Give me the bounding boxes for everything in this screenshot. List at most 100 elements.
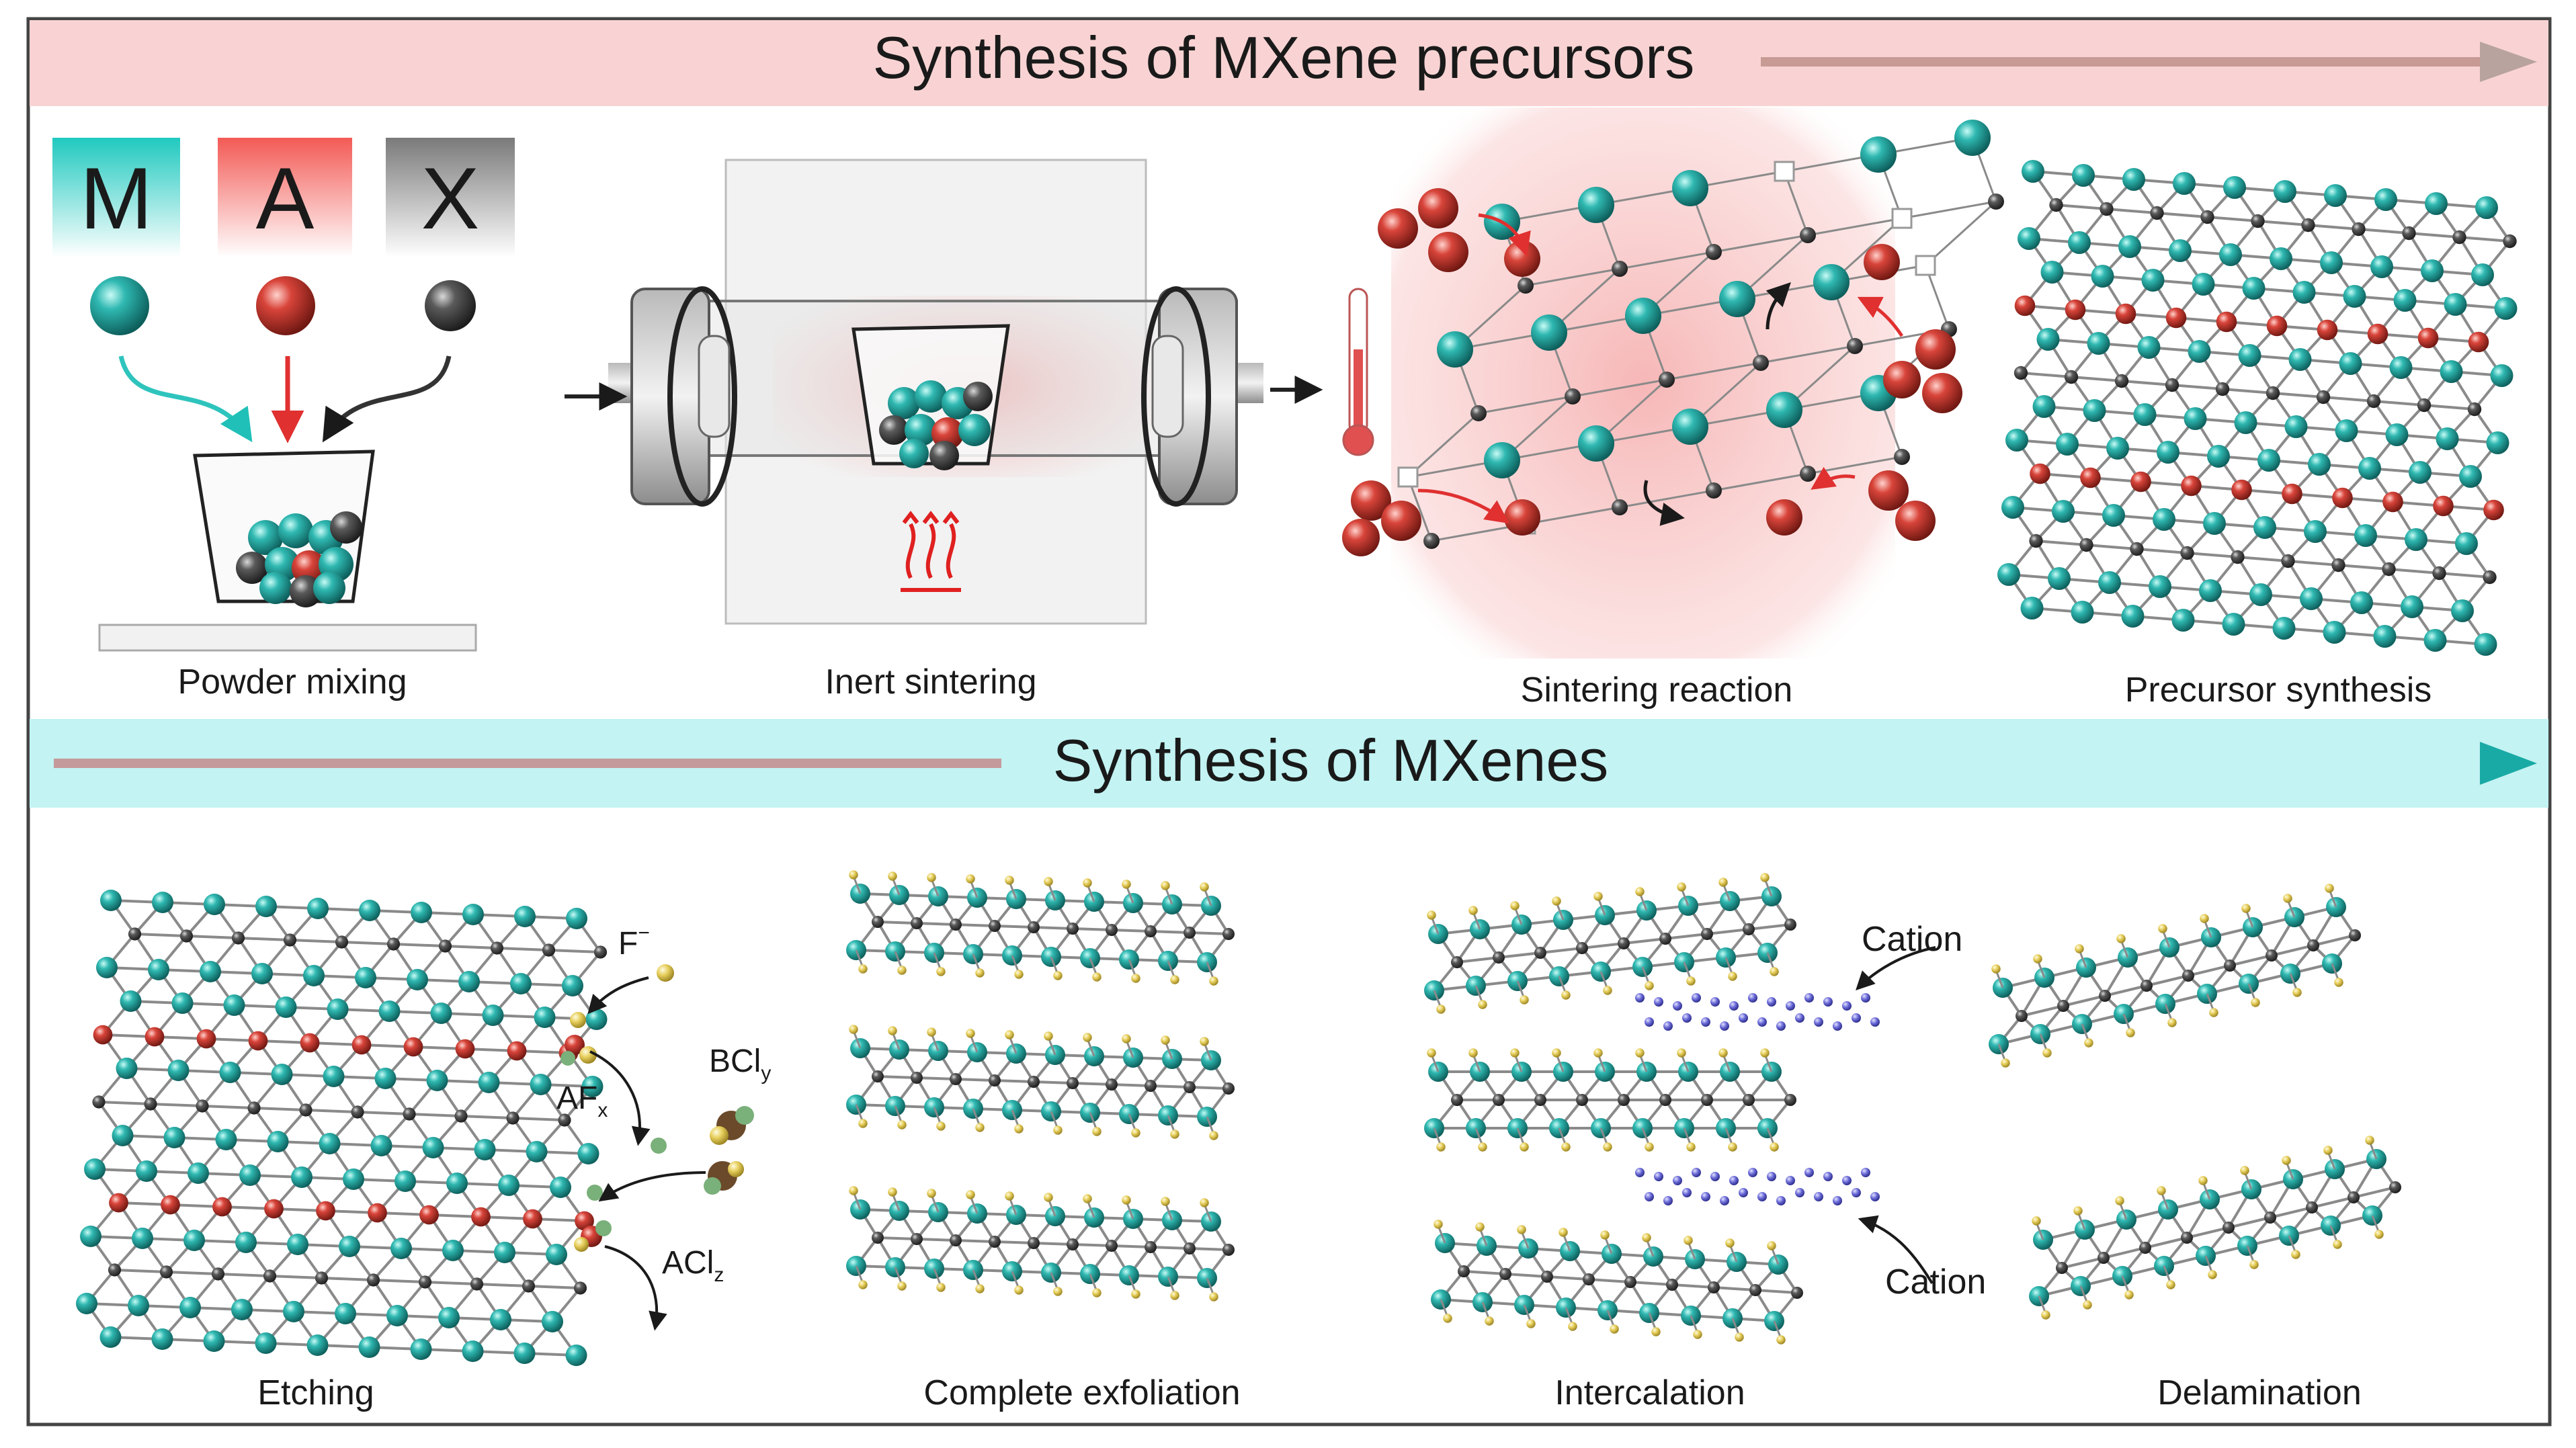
a-element-box <box>218 138 352 257</box>
cation <box>1645 1192 1654 1201</box>
a-atom <box>2030 463 2050 484</box>
etching-max-slab <box>76 890 608 1366</box>
m-atom <box>546 1244 567 1265</box>
x-atom <box>2417 398 2432 413</box>
x-atom <box>522 1279 536 1293</box>
bond <box>2104 984 2147 997</box>
x-atom <box>1222 928 1235 940</box>
m-atom <box>1625 298 1661 334</box>
aclz-label: AClz <box>662 1245 724 1286</box>
x-atom <box>573 1281 587 1295</box>
a-atom <box>144 1027 165 1047</box>
m-atom <box>307 898 329 919</box>
cation <box>1729 1176 1739 1185</box>
x-atom <box>1106 924 1118 936</box>
bond <box>373 1279 425 1283</box>
m-atom <box>132 1228 153 1249</box>
x-atom <box>950 1073 962 1085</box>
terminal-atom <box>1044 1031 1053 1041</box>
x-atom <box>335 935 349 949</box>
x-atom <box>2182 970 2194 982</box>
x-atom <box>1784 919 1796 931</box>
delaminated-mxene-sheets <box>1989 884 2401 1320</box>
m-atom <box>171 992 194 1014</box>
x-atom <box>2222 1222 2235 1234</box>
terminal-atom <box>1014 1285 1024 1295</box>
m-atom <box>462 904 484 925</box>
terminal-atom <box>1735 1332 1744 1342</box>
m-atom <box>370 1135 392 1156</box>
terminal-atom <box>1718 878 1728 887</box>
m-atom <box>2393 289 2417 312</box>
m-atom <box>2192 273 2215 296</box>
bond <box>2353 1186 2396 1199</box>
m-atom <box>2304 520 2327 543</box>
step-label-precursor-synthesis: Precursor synthesis <box>2125 671 2432 710</box>
m-atom <box>2242 277 2266 300</box>
bond <box>1407 412 1480 478</box>
terminal-atom <box>2001 1058 2010 1068</box>
m-atom <box>2339 352 2362 375</box>
bond <box>2323 396 2374 402</box>
m-atom <box>2018 227 2040 250</box>
x-atom <box>1583 1273 1595 1285</box>
m-atom <box>390 1238 412 1259</box>
x-atom <box>1800 466 1816 482</box>
x-atom <box>2366 394 2381 409</box>
m-atom <box>2048 567 2071 590</box>
x-atom <box>159 1265 173 1279</box>
sintering-reaction-panel: Sintering reaction <box>1342 108 2004 710</box>
cation <box>1729 1001 1739 1011</box>
m-atom <box>2444 293 2467 316</box>
m-atom <box>2421 259 2444 282</box>
terminal-atom <box>1677 882 1686 892</box>
m-atom <box>1719 281 1755 317</box>
m-atom <box>2234 411 2257 434</box>
a-atom <box>2115 303 2136 325</box>
bcly-label: BCly <box>709 1044 771 1084</box>
x-atom <box>425 280 476 331</box>
terminal-atom <box>927 873 936 882</box>
diffusion-arrows <box>1417 213 1904 526</box>
m-atom <box>2137 336 2161 359</box>
bond <box>2257 220 2309 226</box>
m-atom <box>2385 423 2409 446</box>
x-atom <box>2348 1191 2360 1203</box>
m-atom <box>1578 187 1614 223</box>
m-atom <box>267 1131 289 1152</box>
bond <box>2106 208 2157 214</box>
terminal-atom <box>1593 892 1603 901</box>
step-label-complete-exfoliation: Complete exfoliation <box>923 1373 1240 1412</box>
m-atom <box>120 990 142 1012</box>
intercalated-mxene-sheets <box>1424 873 1803 1345</box>
bond <box>2157 212 2208 218</box>
terminal-atom <box>1014 1124 1024 1134</box>
bond <box>1456 956 1499 964</box>
m-atom <box>100 890 122 911</box>
x-atom <box>1145 1080 1157 1092</box>
x-atom <box>438 939 452 953</box>
x-atom <box>315 1271 329 1285</box>
m-atom <box>2052 500 2075 523</box>
x-atom <box>989 1074 1001 1087</box>
x-atom <box>1894 449 1910 465</box>
bond <box>1505 1273 1548 1278</box>
bond <box>2237 556 2288 562</box>
bond <box>1033 1242 1073 1246</box>
bond <box>1630 1281 1673 1286</box>
x-atom <box>2503 234 2517 249</box>
terminal-atom <box>888 871 897 881</box>
m-atom <box>215 1129 237 1150</box>
terminal-atom <box>975 1284 985 1293</box>
a-atom <box>2382 491 2403 513</box>
terminal-atom <box>936 1283 946 1292</box>
x-atom <box>231 931 245 945</box>
terminal-atom <box>2166 1280 2175 1289</box>
m-atom <box>2358 457 2381 480</box>
terminal-atom <box>2041 1310 2050 1320</box>
terminal-atom <box>1485 1316 1494 1326</box>
cation <box>1795 1013 1804 1023</box>
cation <box>1852 1013 1861 1023</box>
cation <box>1682 1188 1692 1197</box>
terminal-atom <box>1770 967 1779 976</box>
